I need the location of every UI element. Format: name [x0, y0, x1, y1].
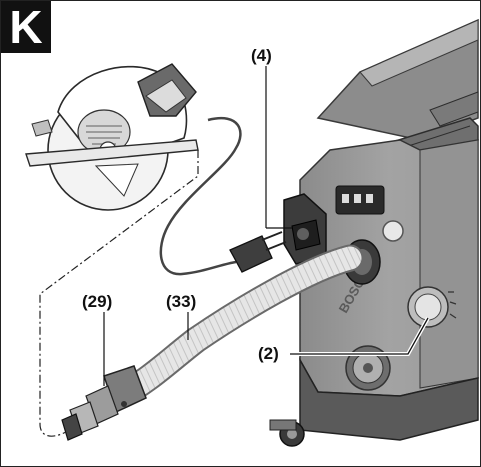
callout-33: (33)	[166, 292, 197, 311]
circular-saw	[25, 63, 199, 211]
callout-2: (2)	[258, 344, 279, 363]
power-cable	[159, 117, 287, 276]
panel-letter-badge: K	[1, 1, 51, 53]
suction-hose	[106, 244, 364, 410]
vacuum-cleaner: BOSCH	[269, 18, 479, 447]
callout-4: (4)	[251, 46, 272, 65]
leader-2	[290, 317, 429, 355]
hose-adapter	[61, 365, 147, 441]
callout-29: (29)	[82, 292, 113, 311]
connection-dash-line	[39, 150, 199, 437]
